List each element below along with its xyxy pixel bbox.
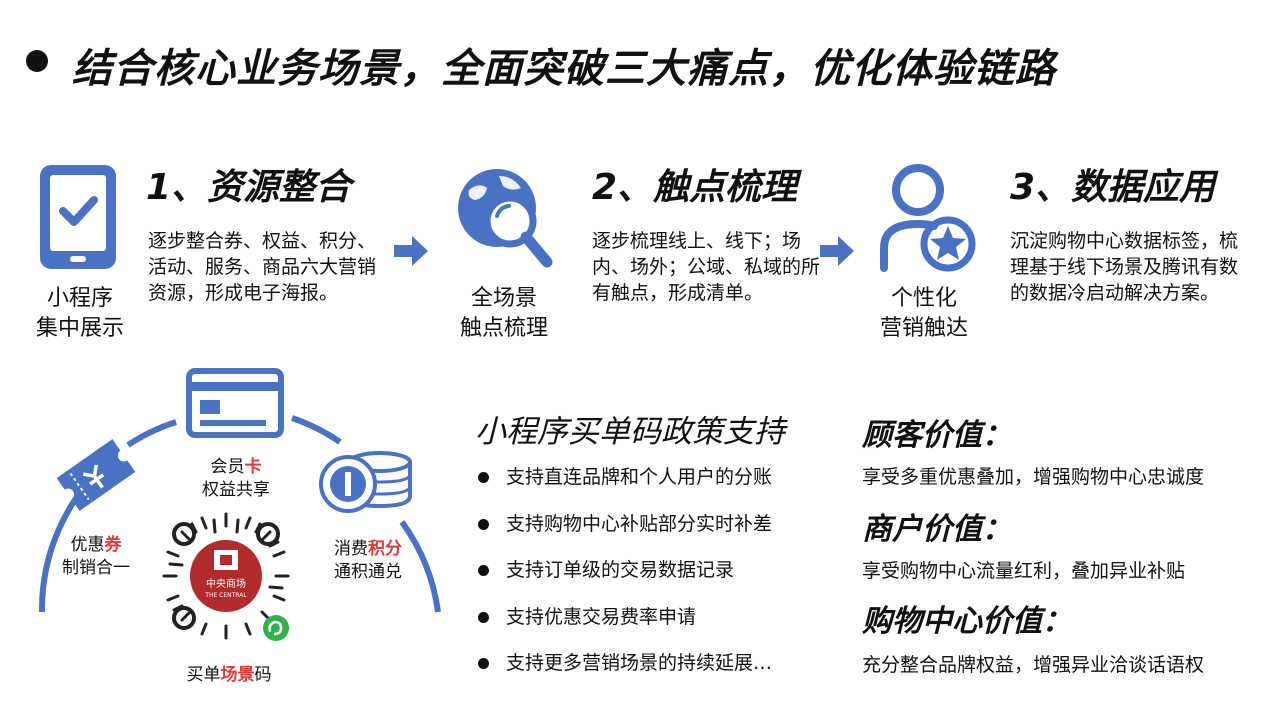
step2-description: 逐步梳理线上、线下；场内、场外；公域、私域的所有触点，形成清单。 xyxy=(592,230,821,304)
qr-caption-highlight: 场景 xyxy=(220,665,255,685)
coupon-caption-highlight: 券 xyxy=(104,535,122,555)
card-caption-highlight: 卡 xyxy=(244,457,262,477)
points-caption-pre: 消费 xyxy=(334,539,368,559)
policy-item: 支持更多营销场景的持续延展… xyxy=(478,650,772,697)
phone-check-icon xyxy=(40,165,116,269)
policy-list: 支持直连品牌和个人用户的分账 支持购物中心补贴部分实时补差 支持订单级的交易数据… xyxy=(478,464,772,697)
title-bullet xyxy=(26,50,48,72)
coupon-caption-line1: 优惠券 xyxy=(48,534,144,557)
customer-value-heading: 顾客价值： xyxy=(862,418,1012,453)
customer-value-description: 享受多重优惠叠加，增强购物中心忠诚度 xyxy=(862,466,1205,488)
policy-item: 支持直连品牌和个人用户的分账 xyxy=(478,464,772,511)
member-card-icon xyxy=(186,368,284,438)
step2-heading: 2、触点梳理 xyxy=(592,167,798,208)
logo-text: 中央商场 xyxy=(206,577,246,590)
step3-caption-line2: 营销触达 xyxy=(879,316,968,341)
step3-caption-line1: 个性化 xyxy=(890,286,957,311)
arrow-right-icon xyxy=(394,236,428,266)
arrow-right-icon xyxy=(820,236,854,266)
card-caption-pre: 会员 xyxy=(210,457,245,477)
policy-item: 支持订单级的交易数据记录 xyxy=(478,557,772,604)
step1-icon-caption: 小程序 集中展示 xyxy=(20,284,140,344)
qr-caption-pre: 买单 xyxy=(186,665,221,685)
points-caption: 消费积分 通积通兑 xyxy=(320,538,416,584)
step3-icon-caption: 个性化 营销触达 xyxy=(864,284,984,344)
logo-subtext: THE CENTRAL xyxy=(204,592,247,599)
mini-program-code: 中央商场 THE CENTRAL xyxy=(162,512,290,641)
merchant-value-description: 享受购物中心流量红利，叠加异业补贴 xyxy=(862,560,1186,582)
step3-heading: 3、数据应用 xyxy=(1010,167,1216,208)
coupon-caption-line2: 制销合一 xyxy=(62,558,130,578)
points-caption-line2: 通积通兑 xyxy=(334,562,402,582)
coins-icon xyxy=(319,451,412,513)
step2-caption-line2: 触点梳理 xyxy=(459,316,548,341)
page-title: 结合核心业务场景，全面突破三大痛点，优化体验链路 xyxy=(72,46,1056,92)
step1-heading: 1、资源整合 xyxy=(146,167,352,208)
step3-description: 沉淀购物中心数据标签，梳理基于线下场景及腾讯有数的数据冷启动解决方案。 xyxy=(1010,230,1239,304)
policy-item: 支持购物中心补贴部分实时补差 xyxy=(478,511,772,558)
step2-icon-caption: 全场景 触点梳理 xyxy=(444,284,564,344)
globe-search-icon xyxy=(458,169,553,268)
step1-caption-line1: 小程序 xyxy=(46,286,113,311)
qr-caption: 买单场景码 xyxy=(174,664,284,687)
qr-caption-post: 码 xyxy=(254,665,272,685)
card-caption-line2: 权益共享 xyxy=(202,480,270,500)
points-caption-line1: 消费积分 xyxy=(320,538,416,561)
step1-caption-line2: 集中展示 xyxy=(35,316,124,341)
card-caption-line1: 会员卡 xyxy=(188,456,284,479)
step1-description: 逐步整合券、权益、积分、活动、服务、商品六大营销资源，形成电子海报。 xyxy=(148,230,377,304)
step2-caption-line1: 全场景 xyxy=(470,286,537,311)
card-caption: 会员卡 权益共享 xyxy=(188,456,284,502)
policy-title: 小程序买单码政策支持 xyxy=(475,414,785,450)
mall-value-description: 充分整合品牌权益，增强异业洽谈话语权 xyxy=(862,654,1205,676)
merchant-value-heading: 商户价值： xyxy=(862,512,1012,547)
points-caption-highlight: 积分 xyxy=(368,539,402,559)
coupon-caption-pre: 优惠 xyxy=(70,535,105,555)
coupon-caption: 优惠券 制销合一 xyxy=(48,534,144,580)
coupon-ticket-icon xyxy=(56,439,136,511)
policy-item: 支持优惠交易费率申请 xyxy=(478,604,772,651)
user-star-icon xyxy=(880,164,976,272)
mall-value-heading: 购物中心价值： xyxy=(862,604,1072,639)
